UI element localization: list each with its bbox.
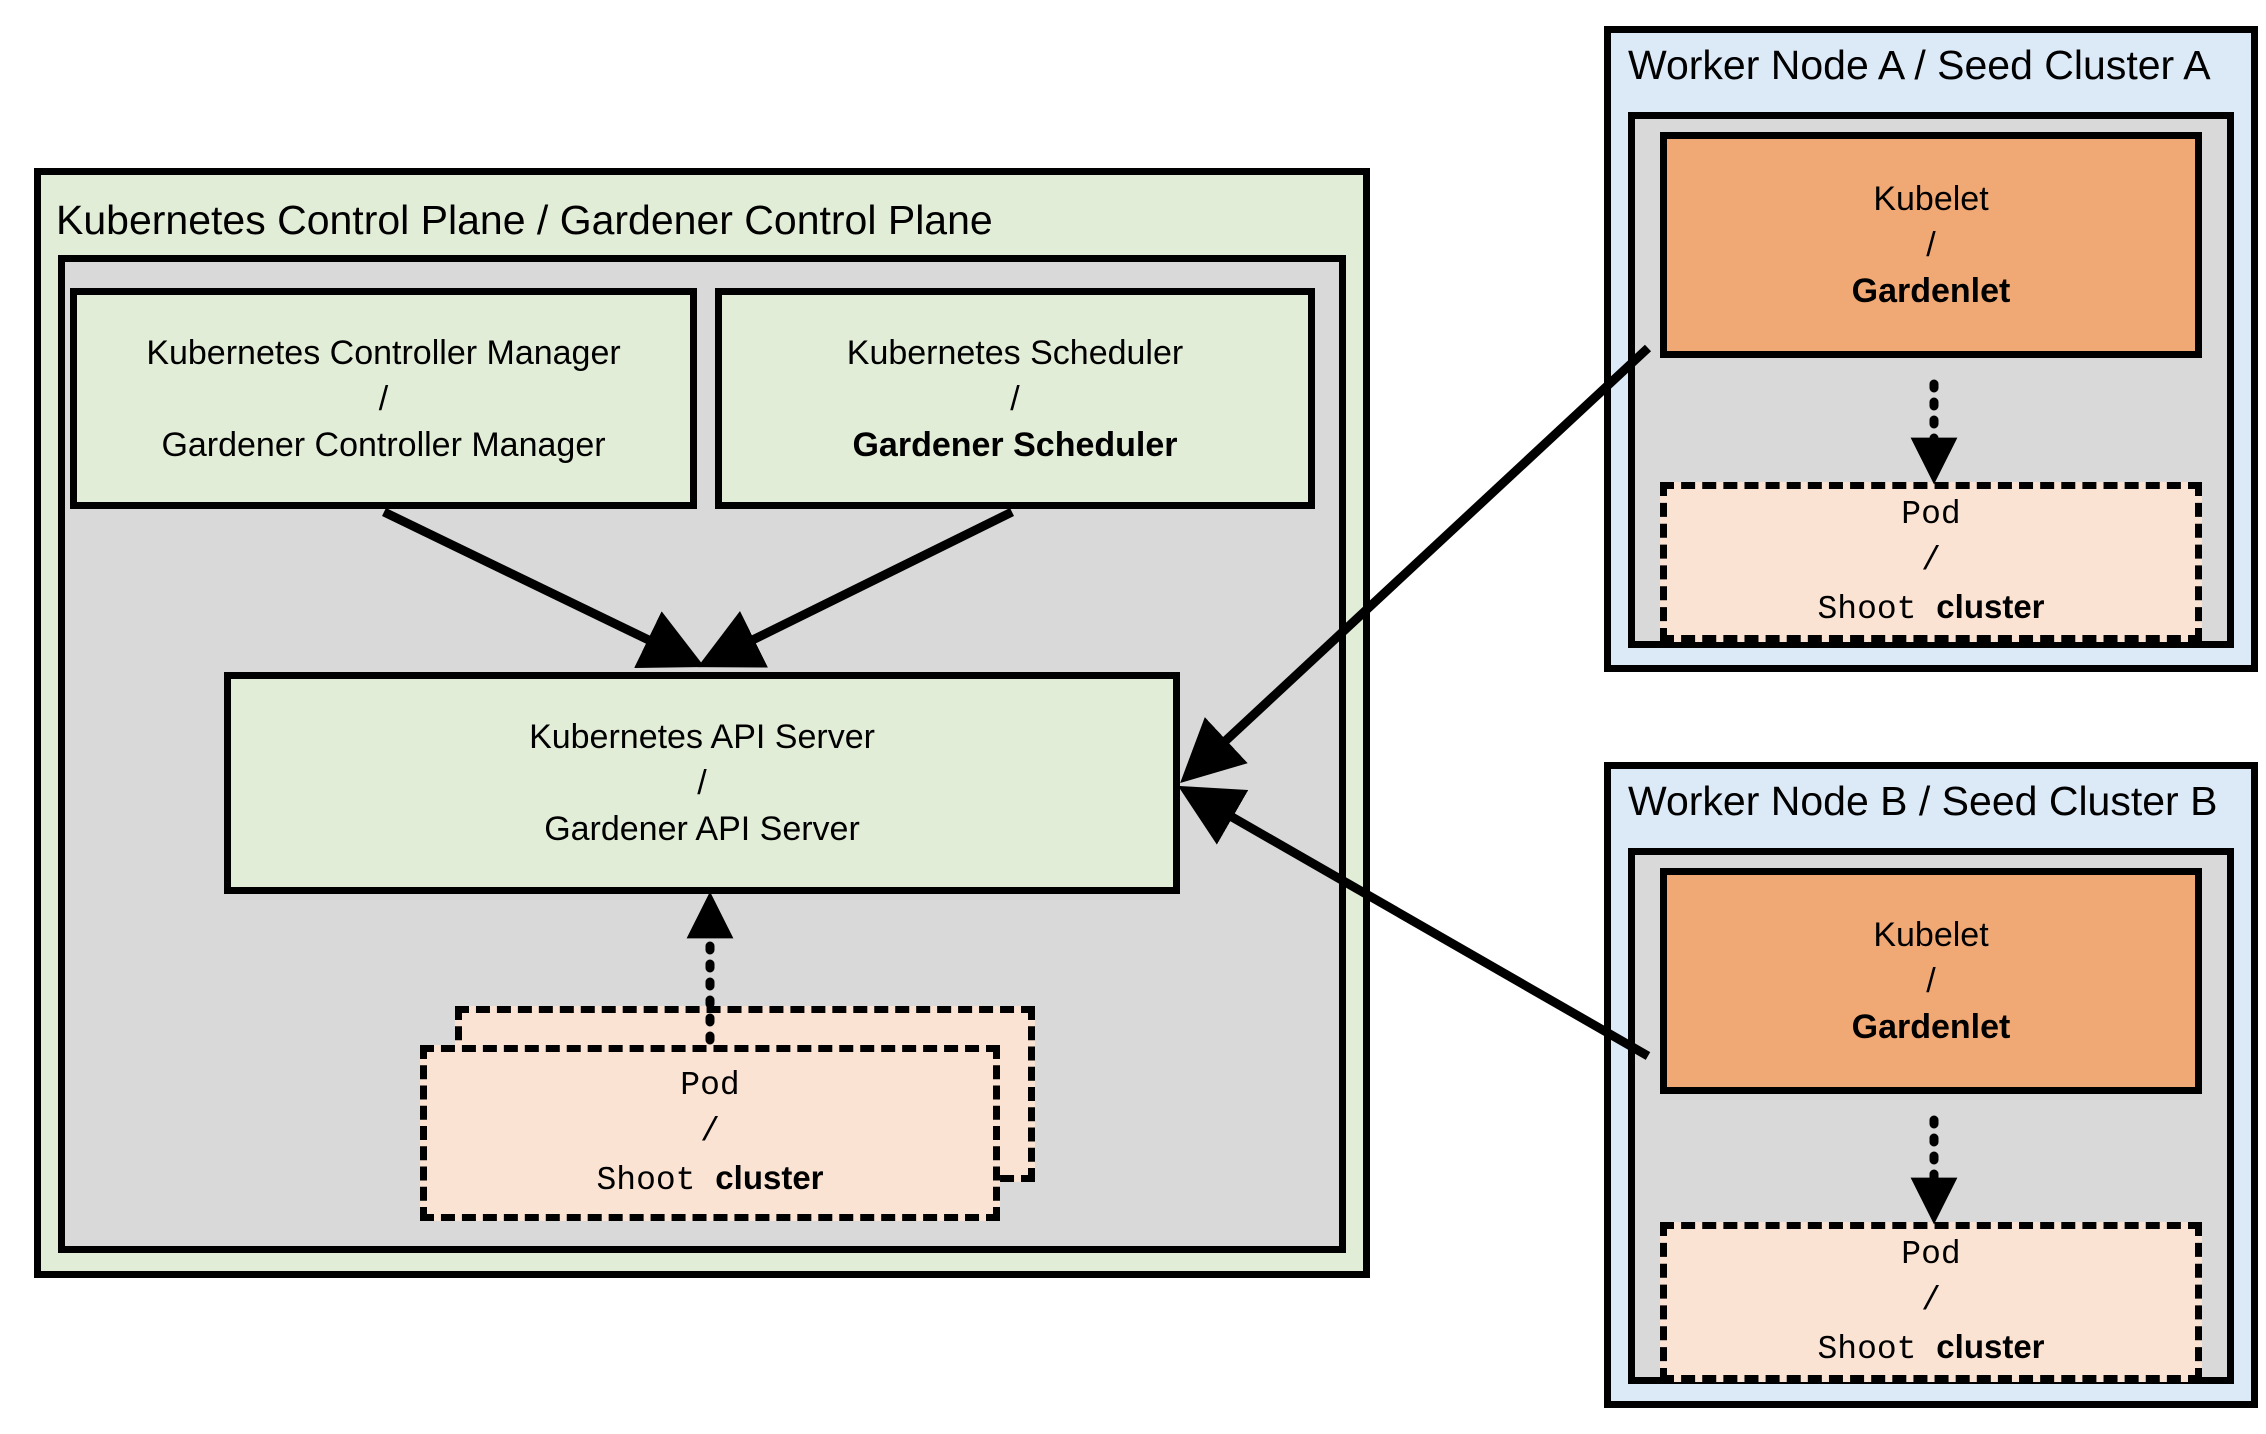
seed-b-pod-line2-mono: Shoot — [1817, 1330, 1937, 1368]
control-plane-pod-line2-bold: cluster — [715, 1158, 824, 1196]
seed-a-pod-line2: Shoot cluster — [1817, 584, 2044, 633]
seed-cluster-a-title: Worker Node A / Seed Cluster A — [1628, 42, 2211, 88]
seed-a-kubelet-box[interactable]: Kubelet / Gardenlet — [1660, 132, 2202, 358]
kubernetes-scheduler-box[interactable]: Kubernetes Scheduler / Gardener Schedule… — [715, 288, 1315, 509]
kubernetes-api-server-box[interactable]: Kubernetes API Server / Gardener API Ser… — [224, 672, 1180, 894]
control-plane-pod-line1: Pod — [680, 1066, 740, 1104]
seed-a-pod-line2-bold: cluster — [1936, 587, 2045, 625]
seed-b-kubelet-box[interactable]: Kubelet / Gardenlet — [1660, 868, 2202, 1094]
control-plane-pod-line2-mono: Shoot — [596, 1161, 716, 1199]
seed-b-pod-box[interactable]: Pod / Shoot cluster — [1660, 1222, 2202, 1382]
seed-b-pod-line1: Pod — [1901, 1235, 1961, 1273]
scheduler-line2: Gardener Scheduler — [852, 425, 1178, 464]
control-plane-pod-separator: / — [700, 1112, 720, 1150]
controller-manager-line2: Gardener Controller Manager — [161, 425, 606, 464]
seed-b-kubelet-line1: Kubelet — [1873, 916, 1989, 954]
seed-b-pod-line2-bold: cluster — [1936, 1327, 2045, 1365]
seed-a-pod-box[interactable]: Pod / Shoot cluster — [1660, 482, 2202, 642]
scheduler-separator: / — [1010, 379, 1020, 418]
control-plane-pod-line2: Shoot cluster — [596, 1155, 823, 1204]
controller-manager-separator: / — [378, 379, 389, 418]
api-server-line2: Gardener API Server — [544, 810, 860, 848]
seed-b-pod-line2: Shoot cluster — [1817, 1324, 2044, 1373]
seed-a-gardenlet-line2: Gardenlet — [1851, 272, 2011, 310]
controller-manager-line1: Kubernetes Controller Manager — [146, 333, 621, 372]
seed-b-kubelet-separator: / — [1926, 962, 1936, 1000]
seed-a-pod-line2-mono: Shoot — [1817, 590, 1937, 628]
api-server-line1: Kubernetes API Server — [529, 718, 875, 756]
scheduler-line1: Kubernetes Scheduler — [846, 333, 1184, 372]
control-plane-title: Kubernetes Control Plane / Gardener Cont… — [56, 197, 993, 243]
seed-cluster-b-title: Worker Node B / Seed Cluster B — [1628, 778, 2218, 824]
seed-b-gardenlet-line2: Gardenlet — [1851, 1008, 2011, 1046]
seed-a-kubelet-line1: Kubelet — [1873, 180, 1989, 218]
api-server-separator: / — [697, 764, 707, 802]
seed-a-pod-line1: Pod — [1901, 495, 1961, 533]
control-plane-pod-box[interactable]: Pod / Shoot cluster — [420, 1045, 1000, 1221]
seed-a-pod-separator: / — [1921, 541, 1941, 579]
seed-b-pod-separator: / — [1921, 1281, 1941, 1319]
seed-a-kubelet-separator: / — [1926, 226, 1936, 264]
kubernetes-controller-manager-box[interactable]: Kubernetes Controller Manager / Gardener… — [70, 288, 697, 509]
